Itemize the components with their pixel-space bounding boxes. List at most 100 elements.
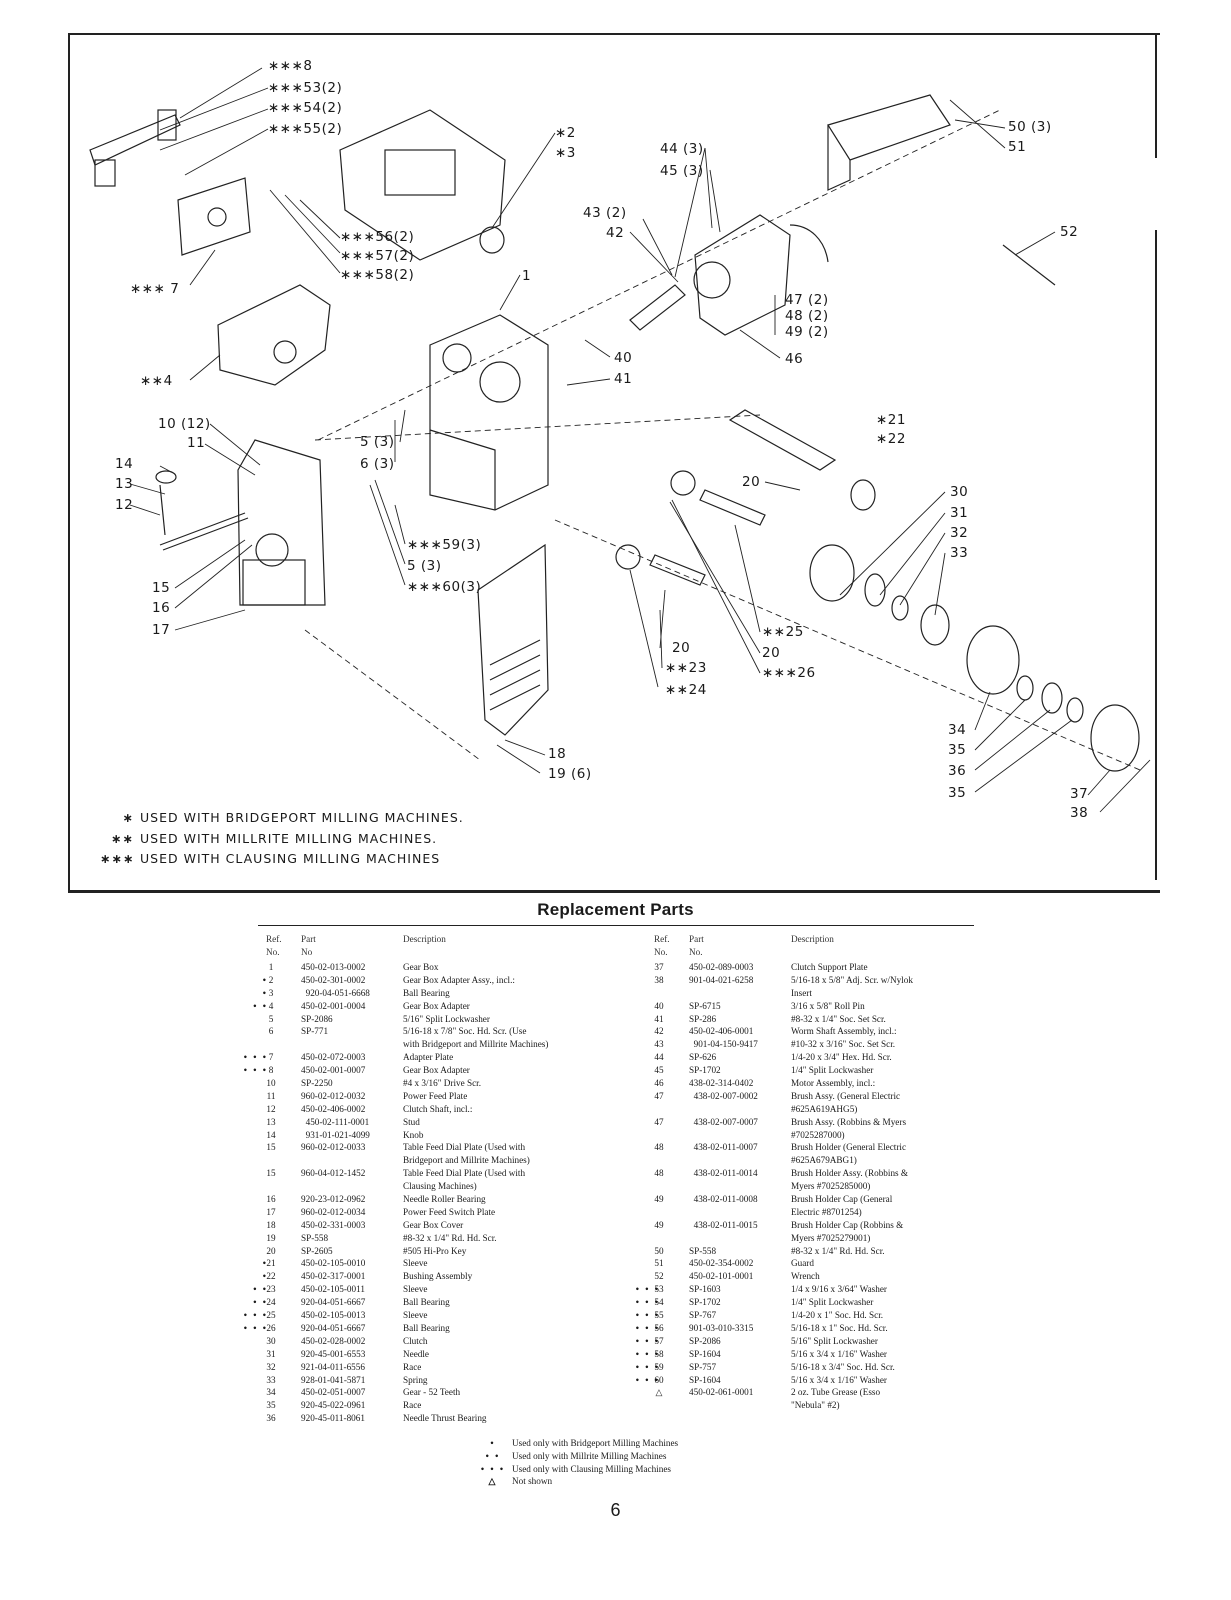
part-number: SP-2086 — [689, 1335, 721, 1346]
part-mark: • — [262, 974, 268, 985]
part-description: with Bridgeport and Millrite Machines) — [403, 1039, 549, 1050]
part-number: 920-45-022-0961 — [301, 1400, 366, 1411]
callout-32: 32 — [950, 525, 968, 541]
callout-46: 46 — [785, 351, 803, 367]
ref-number: 48 — [654, 1168, 664, 1179]
part-description: Worm Shaft Assembly, incl.: — [791, 1026, 897, 1037]
legend-symbol: • — [490, 1438, 496, 1448]
callout-45: 45 (3) — [660, 163, 704, 179]
callout-11: 11 — [187, 435, 205, 451]
callout-38: 38 — [1070, 805, 1088, 821]
ref-number: 60 — [654, 1374, 664, 1385]
part-number: 450-02-028-0002 — [301, 1335, 366, 1346]
ref-number: 24 — [266, 1297, 276, 1308]
callout-21: ∗21 — [876, 412, 906, 428]
ref-number: 12 — [266, 1103, 276, 1114]
part-description: Table Feed Dial Plate (Used with — [403, 1168, 526, 1179]
part-number: SP-1702 — [689, 1065, 721, 1076]
callout-5a: 5 (3) — [360, 434, 395, 450]
part-number: 450-02-406-0002 — [301, 1103, 366, 1114]
ref-number: 10 — [266, 1078, 276, 1089]
callout-labels: ∗∗∗8 ∗∗∗53(2) ∗∗∗54(2) ∗∗∗55(2) ∗2 ∗3 ∗∗… — [115, 58, 1088, 821]
callout-7: ∗∗∗ 7 — [130, 281, 179, 297]
part-number: SP-1604 — [689, 1348, 721, 1359]
ref-number: 31 — [266, 1348, 276, 1359]
part-mark: • • • — [635, 1374, 660, 1385]
part-mark: • • — [253, 1297, 268, 1308]
part-number: 450-02-101-0001 — [689, 1271, 754, 1282]
part-description: #8-32 x 1/4" Rd. Hd. Scr. — [403, 1232, 497, 1243]
part-description: 5/16 x 3/4 x 1/16" Washer — [791, 1374, 887, 1385]
ref-number: 47 — [654, 1090, 664, 1101]
part-description: Race — [403, 1361, 422, 1372]
ref-number: 15 — [266, 1168, 276, 1179]
legend-text: Used only with Bridgeport Milling Machin… — [512, 1438, 679, 1448]
part-number: 450-02-105-0013 — [301, 1310, 366, 1321]
part-description: Spring — [403, 1374, 428, 1385]
part-mark: • • • — [635, 1348, 660, 1359]
callout-2: ∗2 — [555, 125, 576, 141]
ref-number: 41 — [654, 1013, 664, 1024]
callout-35b: 35 — [948, 785, 966, 801]
part-description: Clutch Support Plate — [791, 962, 868, 972]
part-description: 1/4" Split Lockwasher — [791, 1065, 874, 1076]
table-row: #7025287000) — [620, 1129, 980, 1142]
ref-number: 3 — [268, 987, 274, 998]
part-description: #10-32 x 3/16" Soc. Set Scr. — [791, 1039, 896, 1050]
part-number: SP-626 — [689, 1052, 717, 1063]
part-description: "Nebula" #2) — [791, 1400, 840, 1411]
part-description: 5/16-18 x 5/8" Adj. Scr. w/Nylok — [791, 974, 913, 985]
callout-59: ∗∗∗59(3) — [407, 537, 481, 553]
part-number: 931-01-021-4099 — [301, 1129, 370, 1140]
ref-number: 22 — [266, 1271, 276, 1282]
part-description: 5/16-18 x 7/8" Soc. Hd. Scr. (Use — [403, 1026, 527, 1037]
part-mark: • • • — [635, 1335, 660, 1346]
part-description: Adapter Plate — [403, 1052, 454, 1063]
part-number: 438-02-011-0008 — [689, 1194, 758, 1205]
table-row: 38 901-04-021-6258 5/16-18 x 5/8" Adj. Scr… — [620, 974, 980, 987]
ref-number: 40 — [654, 1000, 664, 1011]
part-mark: • • • — [243, 1322, 268, 1333]
part-number: 901-04-021-6258 — [689, 974, 754, 985]
legend-symbol: • • — [485, 1450, 501, 1461]
part-number: SP-1604 — [689, 1374, 721, 1385]
callout-8: ∗∗∗8 — [268, 58, 313, 74]
legend-symbol: • • • — [480, 1463, 506, 1474]
ref-number: 15 — [266, 1142, 276, 1153]
callout-20b: 20 — [672, 640, 690, 656]
part-number: 450-02-051-0007 — [301, 1387, 366, 1398]
ref-number: 34 — [266, 1387, 276, 1398]
part-description: 5/16 x 3/4 x 1/16" Washer — [791, 1348, 887, 1359]
part-number: 450-02-061-0001 — [689, 1387, 754, 1398]
diagram-notes: ∗USED WITH BRIDGEPORT MILLING MACHINES. … — [100, 808, 464, 870]
part-description: 5/16-18 x 1" Soc. Hd. Scr. — [791, 1322, 888, 1333]
callout-57: ∗∗∗57(2) — [340, 248, 414, 264]
callout-15: 15 — [152, 580, 170, 596]
part-number: 960-02-012-0034 — [301, 1206, 366, 1217]
part-number: 920-45-011-8061 — [301, 1413, 365, 1424]
ref-number: 38 — [654, 974, 664, 985]
ref-number: 50 — [654, 1245, 664, 1256]
part-description: Insert — [791, 987, 812, 998]
part-number: 438-02-011-0014 — [689, 1168, 758, 1179]
part-description: Gear Box Adapter Assy., incl.: — [403, 974, 515, 985]
part-number: 901-04-150-9417 — [689, 1039, 758, 1050]
part-description: Gear Box Adapter — [403, 1000, 470, 1011]
ref-number: 7 — [268, 1052, 274, 1063]
